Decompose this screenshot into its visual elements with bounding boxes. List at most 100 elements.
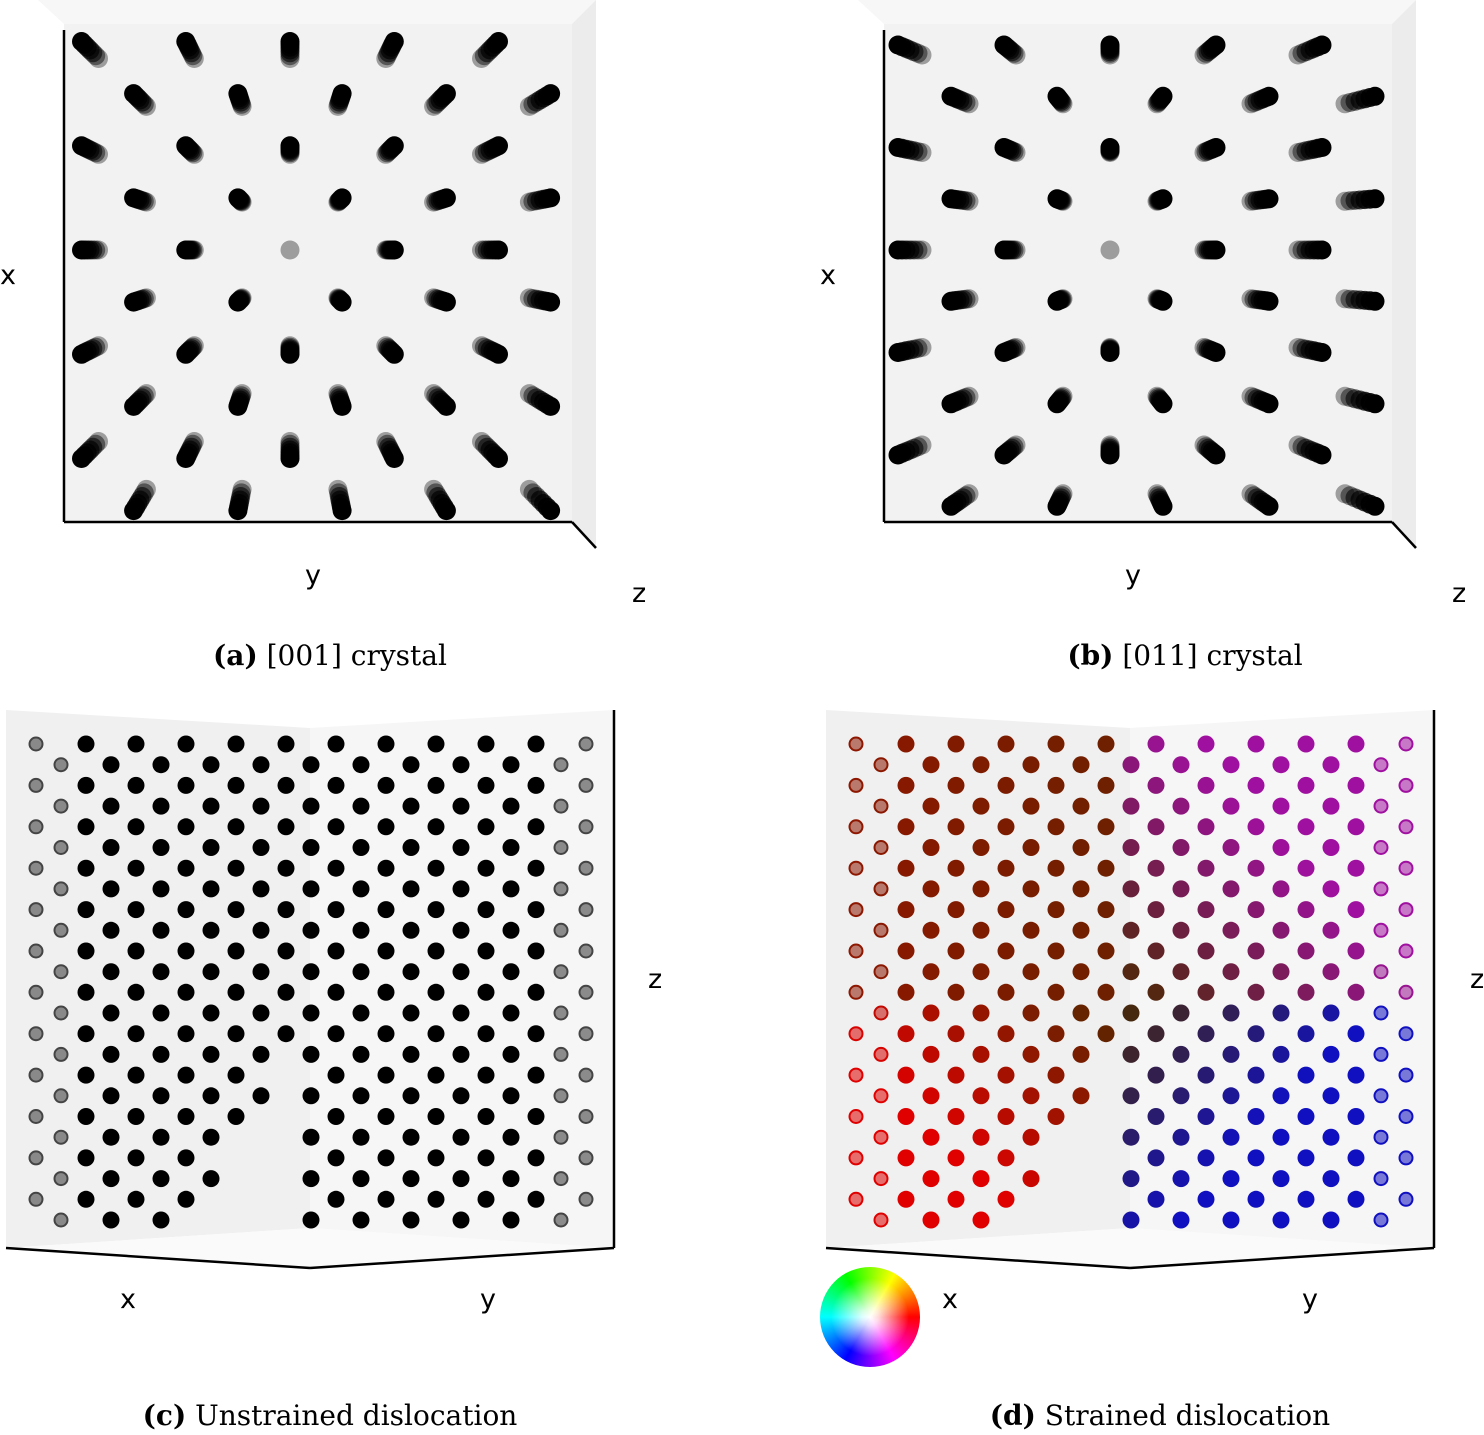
atom <box>402 797 420 815</box>
atom-column <box>1206 138 1226 157</box>
atom <box>848 1067 864 1083</box>
atom <box>1322 1128 1340 1146</box>
atom <box>377 1190 395 1208</box>
atom <box>1197 859 1215 877</box>
atom <box>28 777 44 793</box>
atom <box>1122 756 1140 774</box>
atom <box>1373 922 1389 938</box>
atom <box>997 859 1015 877</box>
atom <box>327 1025 345 1043</box>
atom <box>327 901 345 919</box>
atom <box>1197 942 1215 960</box>
atom <box>252 839 270 856</box>
atom-column <box>72 449 91 468</box>
atom <box>527 1066 545 1084</box>
atom <box>377 901 395 919</box>
atom <box>227 901 245 919</box>
atom-column <box>994 138 1014 157</box>
atom <box>922 921 940 939</box>
atom <box>1222 1087 1240 1105</box>
atom <box>897 735 915 753</box>
atom <box>152 1045 170 1063</box>
caption-tag: (b) <box>1067 639 1114 672</box>
atom-column <box>1153 86 1173 106</box>
atom <box>402 1128 420 1146</box>
atom <box>972 880 990 898</box>
atom <box>127 735 145 753</box>
atom <box>1072 1004 1090 1022</box>
atom <box>1047 1066 1065 1084</box>
atom <box>553 798 569 814</box>
atom <box>1147 901 1165 919</box>
atom <box>327 776 345 794</box>
atom <box>972 1170 990 1188</box>
atom <box>848 984 864 1000</box>
atom <box>127 1190 145 1208</box>
atom <box>477 776 495 794</box>
atom-column <box>1259 86 1279 106</box>
atom-column <box>541 292 561 312</box>
atom <box>1272 1045 1290 1063</box>
atom <box>477 1190 495 1208</box>
atom <box>1172 1128 1190 1146</box>
atom <box>177 1190 195 1208</box>
atom <box>527 983 545 1001</box>
atom <box>1147 859 1165 877</box>
atom-column <box>1312 240 1332 260</box>
plot-b-3d-axes <box>858 0 1417 549</box>
atom <box>1197 1149 1215 1167</box>
axis-label-y: y <box>1125 560 1141 591</box>
atom <box>873 964 889 980</box>
atom <box>897 1108 915 1125</box>
atom-column <box>72 136 91 156</box>
atom <box>848 943 864 959</box>
atom <box>53 964 69 980</box>
caption-text: [001] crystal <box>266 639 447 672</box>
atom <box>553 757 569 773</box>
atom <box>1172 1170 1190 1188</box>
atom <box>352 839 370 856</box>
atom <box>578 777 594 793</box>
atom-column <box>1100 138 1120 157</box>
atom-column <box>124 501 144 521</box>
atom <box>327 818 345 836</box>
atom <box>1247 1190 1265 1208</box>
atom <box>553 1171 569 1187</box>
atom <box>177 1149 195 1167</box>
atom <box>452 1004 470 1022</box>
atom <box>102 1170 120 1188</box>
atom <box>452 1211 470 1229</box>
atom <box>227 818 245 836</box>
atom <box>402 1211 420 1229</box>
atom <box>1147 942 1165 960</box>
atom <box>1172 797 1190 815</box>
atom <box>377 1108 395 1125</box>
atom <box>922 839 940 856</box>
atom <box>127 983 145 1001</box>
atom <box>1047 901 1065 919</box>
atom-column <box>280 32 300 51</box>
atom <box>1072 880 1090 898</box>
atom <box>127 1149 145 1167</box>
atom <box>302 1211 320 1229</box>
atom <box>873 1129 889 1145</box>
atom <box>1122 1211 1140 1229</box>
atom-column <box>1365 394 1385 414</box>
atom-column <box>1365 291 1385 311</box>
atom <box>477 735 495 753</box>
atom-column <box>176 136 196 156</box>
atom <box>997 735 1015 753</box>
atom <box>277 901 295 919</box>
atom <box>327 735 345 753</box>
atom <box>227 1066 245 1084</box>
atom <box>1347 735 1365 753</box>
atom <box>53 798 69 814</box>
atom <box>202 756 220 774</box>
atom <box>527 1025 545 1043</box>
atom <box>578 1191 594 1207</box>
atom <box>277 1025 295 1043</box>
atom <box>1398 1067 1414 1083</box>
atom <box>102 1128 120 1146</box>
atom <box>1347 983 1365 1001</box>
atom <box>352 880 370 898</box>
